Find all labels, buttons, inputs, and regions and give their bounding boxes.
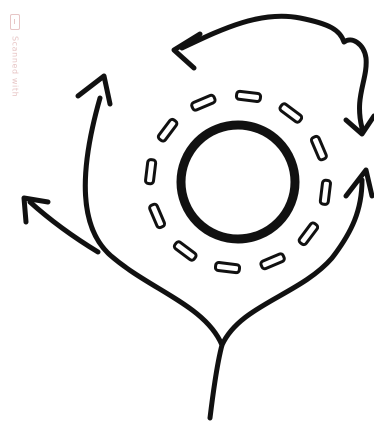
ring-dash [260, 253, 285, 270]
stem-line [210, 345, 222, 418]
ring-dash [311, 135, 328, 160]
arrowhead-up-left [78, 76, 110, 104]
ring-dash [173, 241, 197, 262]
center-circle [181, 125, 295, 239]
top-loop-arrow [182, 16, 366, 128]
arrowhead-left-top [174, 34, 200, 68]
ring-dash [191, 94, 216, 111]
ring-dash [236, 91, 261, 102]
ring-dash [279, 103, 303, 124]
ring-dash [149, 203, 166, 228]
ring-dash [215, 262, 240, 273]
dashed-ring [145, 91, 331, 273]
ring-dash [320, 180, 331, 205]
ring-dash [157, 118, 178, 142]
ring-dash [145, 159, 156, 184]
ring-dash [298, 222, 319, 246]
